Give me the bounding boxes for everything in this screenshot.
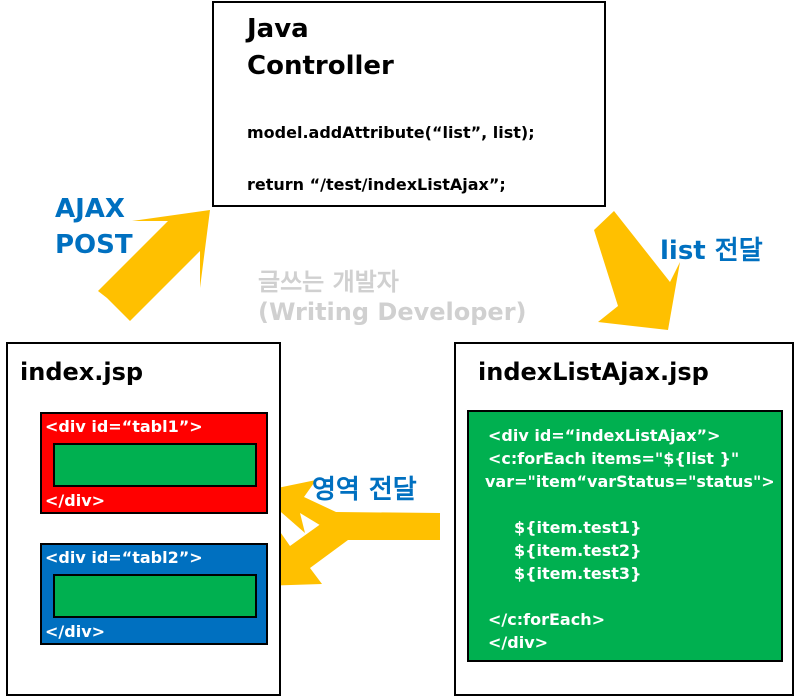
ajax-code-line: var="item“varStatus="status"> bbox=[485, 472, 775, 491]
controller-code-line2: return “/test/indexListAjax”; bbox=[247, 175, 506, 194]
index-list-ajax-jsp-title: indexListAjax.jsp bbox=[478, 358, 709, 386]
tabl1-div-block: <div id=“tabl1”> </div> bbox=[40, 412, 268, 514]
tabl2-close-tag: </div> bbox=[45, 622, 106, 641]
tabl2-div-block: <div id=“tabl2”> </div> bbox=[40, 543, 268, 645]
ajax-post-arrow bbox=[98, 210, 210, 321]
index-jsp-box: index.jsp <div id=“tabl1”> </div> <div i… bbox=[6, 342, 281, 696]
ajax-code-line: </div> bbox=[488, 633, 549, 652]
index-list-ajax-jsp-box: indexListAjax.jsp <div id=“indexListAjax… bbox=[454, 342, 794, 696]
ajax-code-line: ${item.test1} bbox=[514, 518, 642, 537]
tabl1-open-tag: <div id=“tabl1”> bbox=[45, 417, 203, 436]
list-transfer-label: list 전달 bbox=[660, 236, 763, 266]
tabl2-content-area bbox=[53, 574, 257, 618]
ajax-code-line: <c:forEach items="${list }" bbox=[488, 449, 740, 468]
controller-title-line2: Controller bbox=[247, 51, 394, 81]
area-transfer-label: 영역 전달 bbox=[312, 475, 417, 505]
ajax-code-line: </c:forEach> bbox=[488, 610, 605, 629]
java-controller-box: Java Controller model.addAttribute(“list… bbox=[212, 1, 606, 207]
area-transfer-arrow-2 bbox=[260, 513, 440, 586]
tabl1-close-tag: </div> bbox=[45, 491, 106, 510]
ajax-code-line: ${item.test2} bbox=[514, 541, 642, 560]
list-transfer-arrow bbox=[594, 211, 680, 330]
tabl1-content-area bbox=[53, 443, 257, 487]
tabl2-open-tag: <div id=“tabl2”> bbox=[45, 548, 203, 567]
ajax-code-line: ${item.test3} bbox=[514, 564, 642, 583]
ajax-post-label-line1: AJAX bbox=[55, 194, 125, 224]
index-jsp-title: index.jsp bbox=[20, 358, 144, 386]
controller-title-line1: Java bbox=[247, 14, 309, 44]
controller-code-line1: model.addAttribute(“list”, list); bbox=[247, 123, 535, 142]
ajax-code-line: <div id=“indexListAjax”> bbox=[488, 426, 721, 445]
ajax-result-area: <div id=“indexListAjax”> <c:forEach item… bbox=[467, 410, 783, 662]
watermark-line2: (Writing Developer) bbox=[258, 298, 527, 326]
ajax-post-label-line2: POST bbox=[55, 230, 133, 260]
watermark-line1: 글쓰는 개발자 bbox=[258, 268, 399, 296]
